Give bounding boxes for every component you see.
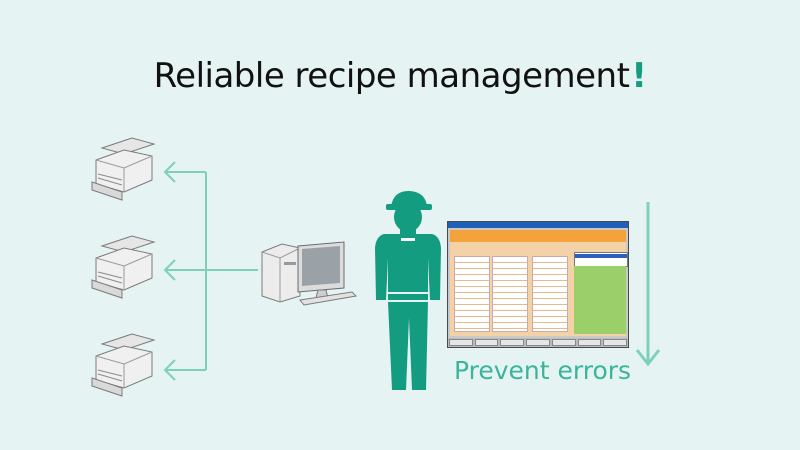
prevent-errors-caption: Prevent errors — [454, 356, 632, 385]
printer-icon — [91, 333, 156, 397]
worker-icon — [375, 190, 441, 390]
window-header — [450, 230, 626, 242]
list-column — [492, 256, 528, 332]
listbox — [574, 252, 628, 267]
master-screen-window — [447, 221, 629, 348]
list-column — [454, 256, 490, 332]
window-body — [450, 230, 628, 336]
printer-icon — [91, 137, 156, 201]
window-titlebar — [448, 222, 628, 228]
list-column — [532, 256, 568, 332]
green-panel — [574, 266, 626, 334]
connector-lines — [163, 161, 258, 381]
exclamation-mark: ! — [631, 56, 647, 96]
diagram-title: Reliable recipe management! — [153, 56, 647, 96]
window-button-bar — [448, 338, 628, 347]
down-arrow-icon — [635, 202, 661, 367]
printer-icon — [91, 235, 156, 299]
desktop-computer-icon — [261, 241, 358, 306]
